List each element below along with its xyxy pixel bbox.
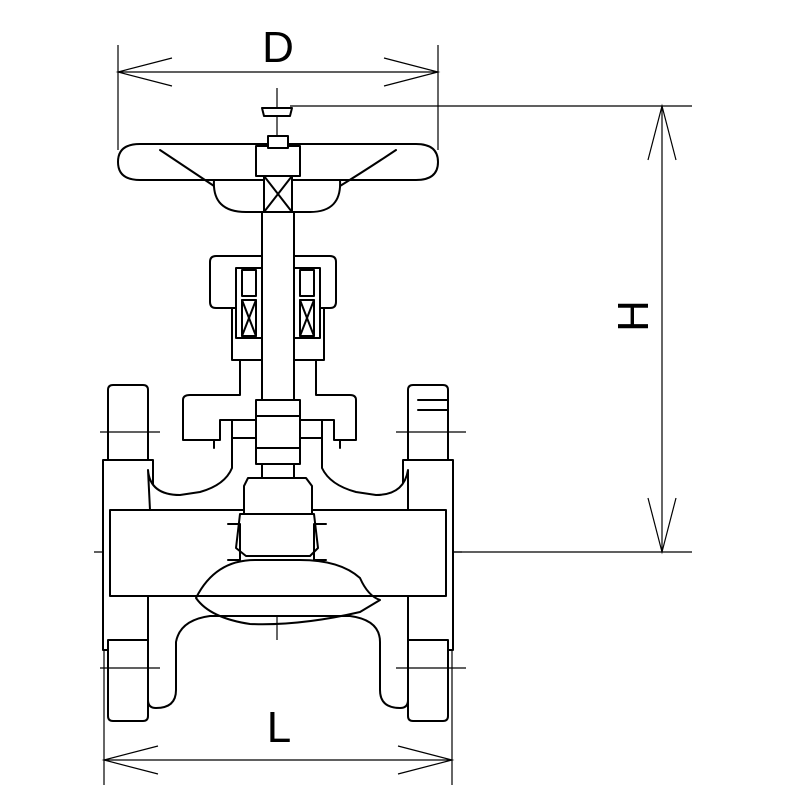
dimension-d: D: [115, 23, 441, 150]
handwheel: [117, 107, 439, 213]
dimension-h-label: H: [609, 300, 658, 332]
dimension-l: L: [101, 650, 455, 785]
dimension-l-label: L: [267, 703, 291, 752]
dimension-h: H: [290, 103, 692, 555]
dimension-d-label: D: [262, 23, 294, 72]
valve-stem: [255, 204, 301, 481]
valve-disc: [227, 477, 327, 561]
